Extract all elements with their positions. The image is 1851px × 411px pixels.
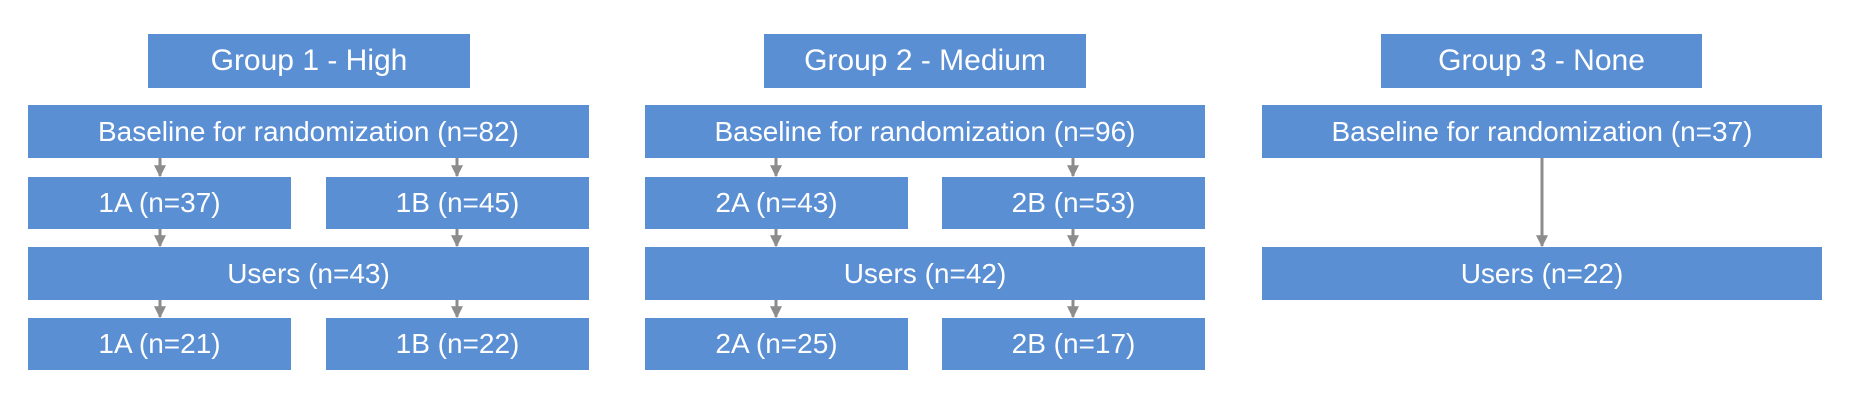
group-2-users-2b-box: 2B (n=17) — [942, 318, 1205, 370]
group-2-arm-2a-box: 2A (n=43) — [645, 177, 908, 229]
group-2-users-2a-box: 2A (n=25) — [645, 318, 908, 370]
group-3-baseline-box: Baseline for randomization (n=37) — [1262, 105, 1822, 158]
group-3-users-box: Users (n=22) — [1262, 247, 1822, 300]
group-2-baseline-box: Baseline for randomization (n=96) — [645, 105, 1205, 158]
group-1-users-box: Users (n=43) — [28, 247, 589, 300]
group-1-baseline-box: Baseline for randomization (n=82) — [28, 105, 589, 158]
group-1-title: Group 1 - High — [148, 34, 470, 88]
group-2-arm-2b-box: 2B (n=53) — [942, 177, 1205, 229]
group-1-users-1a-box: 1A (n=21) — [28, 318, 291, 370]
group-3-title: Group 3 - None — [1381, 34, 1702, 88]
group-1-arm-1a-box: 1A (n=37) — [28, 177, 291, 229]
group-1-users-1b-box: 1B (n=22) — [326, 318, 589, 370]
group-2-title: Group 2 - Medium — [764, 34, 1086, 88]
group-2-users-box: Users (n=42) — [645, 247, 1205, 300]
group-1-arm-1b-box: 1B (n=45) — [326, 177, 589, 229]
